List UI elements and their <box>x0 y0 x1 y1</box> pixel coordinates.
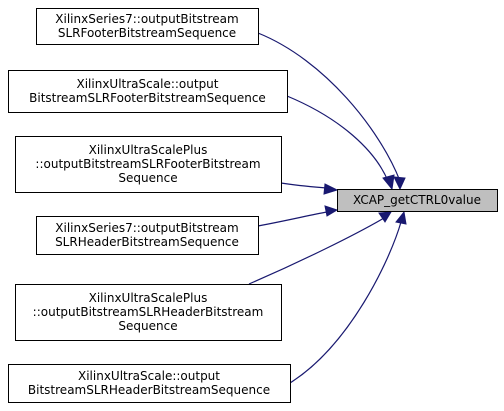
edge-series7-footer-to-target <box>257 32 406 191</box>
caller-node-ultrascale-footer-label-line: BitstreamSLRFooterBitstreamSequence <box>29 91 266 105</box>
caller-node-ultrascale-footer-box <box>8 70 288 113</box>
edge-line <box>257 32 401 182</box>
caller-node-ultrascale-header-label-line: BitstreamSLRHeaderBitstreamSequence <box>28 383 270 397</box>
edge-line <box>248 217 385 285</box>
arrowhead-icon <box>324 205 339 217</box>
edge-ultrascaleplus-footer-to-target <box>280 182 339 195</box>
caller-node-ultrascale-footer[interactable]: XilinxUltraScale::outputBitstreamSLRFoot… <box>8 70 288 113</box>
caller-node-ultrascale-footer-label-line: XilinxUltraScale::output <box>77 77 219 91</box>
caller-node-series7-header-label-line: XilinxSeries7::outputBitstream <box>55 221 238 235</box>
edge-series7-header-to-target <box>257 205 339 227</box>
edge-ultrascale-footer-to-target <box>286 95 395 191</box>
arrowhead-icon <box>323 183 339 195</box>
arrowhead-icon <box>395 210 407 225</box>
caller-node-ultrascaleplus-header-label-line: ::outputBitstreamSLRHeaderBitstream <box>33 305 264 319</box>
edge-ultrascaleplus-header-to-target <box>248 211 392 285</box>
caller-node-ultrascaleplus-header-label-line: Sequence <box>118 319 177 333</box>
caller-node-ultrascale-header-label-line: XilinxUltraScale::output <box>78 369 220 383</box>
arrowhead-icon <box>378 211 392 223</box>
caller-node-series7-footer-label-line: SLRFooterBitstreamSequence <box>58 26 236 40</box>
caller-node-series7-footer[interactable]: XilinxSeries7::outputBitstreamSLRFooterB… <box>36 8 259 45</box>
caller-node-ultrascaleplus-footer-label-line: XilinxUltraScalePlus <box>89 143 208 157</box>
caller-node-ultrascaleplus-footer-label-line: Sequence <box>118 171 177 185</box>
arrowhead-icon <box>393 176 406 191</box>
caller-node-ultrascaleplus-footer[interactable]: XilinxUltraScalePlus::outputBitstreamSLR… <box>15 136 282 193</box>
target-node-xcap-getctrl0value-box <box>337 189 498 212</box>
edge-line <box>257 211 328 227</box>
caller-node-ultrascale-header[interactable]: XilinxUltraScale::outputBitstreamSLRHead… <box>8 364 291 403</box>
edge-line <box>286 95 389 182</box>
caller-node-ultrascaleplus-header-box <box>15 284 282 341</box>
caller-node-ultrascale-header-box <box>8 364 291 403</box>
call-edges <box>248 32 407 384</box>
arrowhead-icon <box>382 174 395 191</box>
caller-node-series7-footer-box <box>36 8 259 45</box>
caller-node-series7-header-box <box>36 216 259 255</box>
caller-node-ultrascaleplus-footer-box <box>15 136 282 193</box>
caller-node-ultrascaleplus-footer-label-line: ::outputBitstreamSLRFooterBitstream <box>35 157 260 171</box>
target-node-xcap-getctrl0value[interactable]: XCAP_getCTRL0value <box>337 189 498 212</box>
edge-line <box>280 182 328 189</box>
caller-node-series7-header-label-line: SLRHeaderBitstreamSequence <box>55 235 239 249</box>
edge-ultrascale-header-to-target <box>289 210 407 384</box>
graph-nodes: XilinxSeries7::outputBitstreamSLRFooterB… <box>8 8 498 403</box>
caller-node-ultrascaleplus-header[interactable]: XilinxUltraScalePlus::outputBitstreamSLR… <box>15 284 282 341</box>
edge-line <box>289 221 402 384</box>
caller-node-series7-header[interactable]: XilinxSeries7::outputBitstreamSLRHeaderB… <box>36 216 259 255</box>
caller-node-series7-footer-label-line: XilinxSeries7::outputBitstream <box>55 12 238 26</box>
caller-node-ultrascaleplus-header-label-line: XilinxUltraScalePlus <box>89 291 208 305</box>
target-node-xcap-getctrl0value-label-line: XCAP_getCTRL0value <box>353 193 481 207</box>
